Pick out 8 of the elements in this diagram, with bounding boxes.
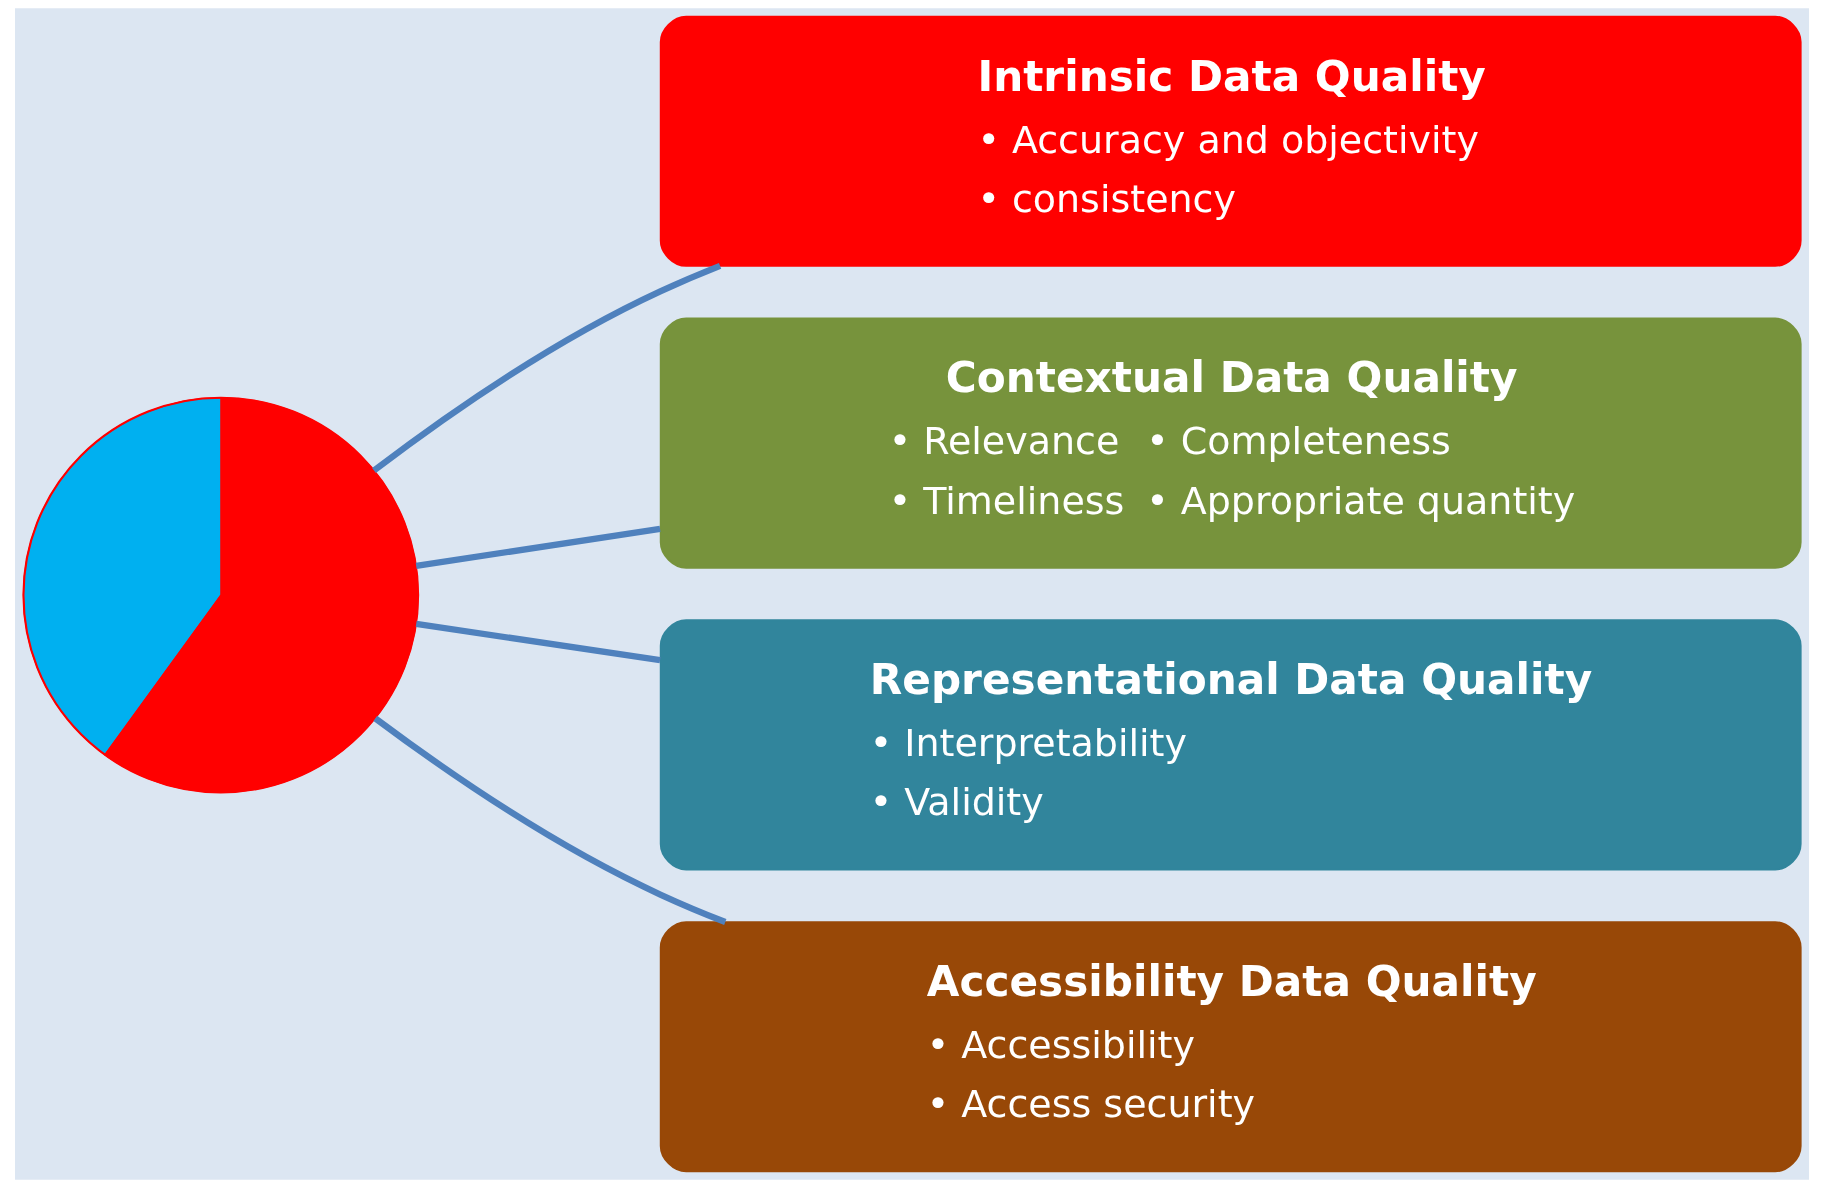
connector [415, 620, 661, 664]
connector [371, 262, 721, 474]
node-box: Intrinsic Data Quality • Accuracy and objectivity • consistency [659, 15, 1802, 267]
connector [372, 715, 726, 925]
node-box: Contextual Data Quality • Relevance • Completeness • Timeliness • Appropriate quantity [659, 317, 1802, 569]
node-box: Accessibility Data Quality • Accessibility • Access security [659, 921, 1802, 1173]
connector [415, 525, 661, 569]
node-box: Representational Data Quality • Interpretability • Validity [659, 619, 1802, 871]
